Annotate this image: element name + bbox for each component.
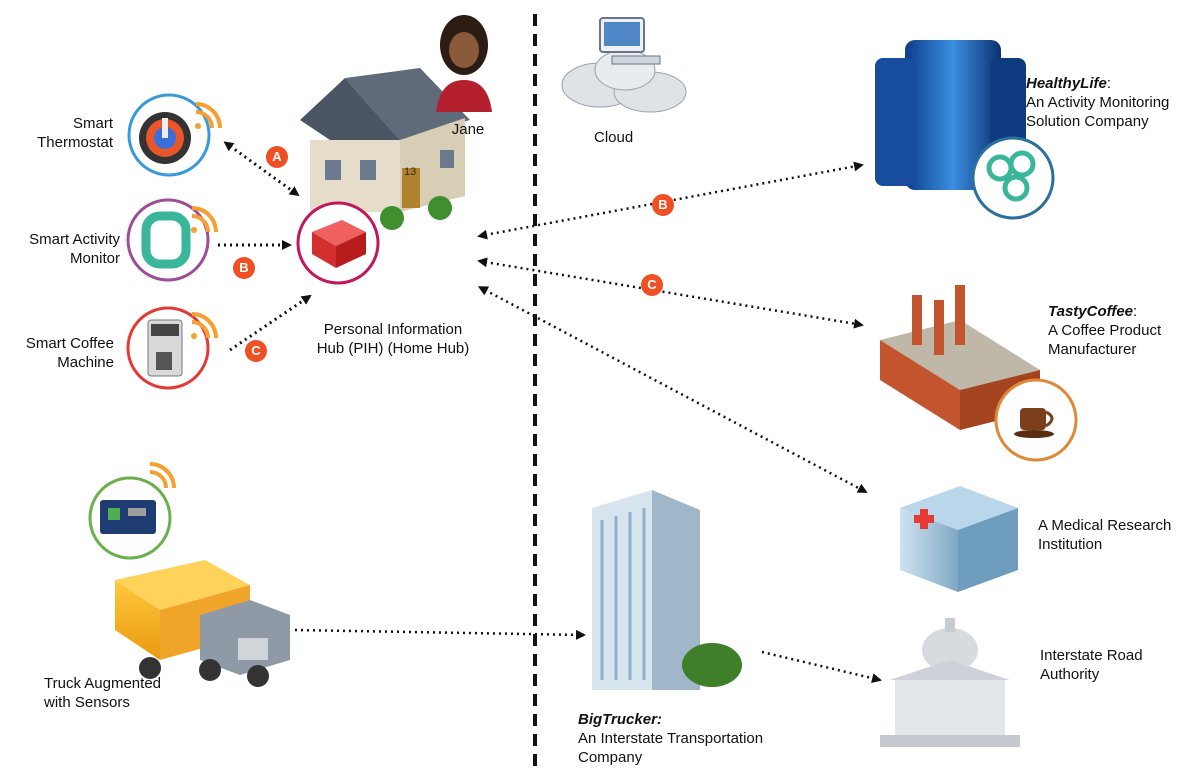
coffee-factory-icon bbox=[880, 285, 1078, 462]
medical-building-icon bbox=[900, 486, 1018, 592]
badge-b-healthylife: B bbox=[652, 194, 674, 216]
cloud-label: Cloud bbox=[594, 129, 634, 146]
person-name: Jane bbox=[451, 121, 485, 138]
badge-c-tastycoffee: C bbox=[641, 274, 663, 296]
bigtrucker-building-icon bbox=[592, 490, 742, 690]
arrow-coffee-hub bbox=[229, 294, 312, 352]
badge-b-activity: B bbox=[233, 257, 255, 279]
arrow-hub-medical bbox=[477, 286, 868, 494]
wifi-icon bbox=[149, 102, 222, 489]
sensor-board-icon bbox=[88, 476, 172, 560]
house-icon bbox=[300, 68, 470, 230]
hub-device-icon bbox=[296, 201, 380, 285]
person-icon bbox=[436, 15, 492, 112]
arrow-truck-bigtrucker bbox=[294, 628, 586, 640]
arrow-hub-tastycoffee bbox=[477, 257, 864, 329]
bigtrucker-label: BigTrucker: An Interstate Transportation… bbox=[578, 711, 764, 766]
coffee-machine-icon bbox=[126, 306, 210, 390]
activity-monitor-icon bbox=[126, 198, 210, 282]
capitol-building-icon bbox=[880, 618, 1020, 747]
arrow-thermostat-hub bbox=[223, 141, 300, 197]
arrow-bigtrucker-road bbox=[761, 650, 882, 684]
arrow-hub-healthylife bbox=[477, 161, 864, 240]
badge-a: A bbox=[266, 146, 288, 168]
house-number: 13 bbox=[404, 166, 417, 178]
thermostat-icon bbox=[127, 93, 211, 177]
truck-icon bbox=[115, 560, 290, 687]
healthylife-building-icon bbox=[875, 40, 1055, 220]
badge-c-coffee: C bbox=[245, 340, 267, 362]
cloud-icon bbox=[561, 17, 687, 113]
